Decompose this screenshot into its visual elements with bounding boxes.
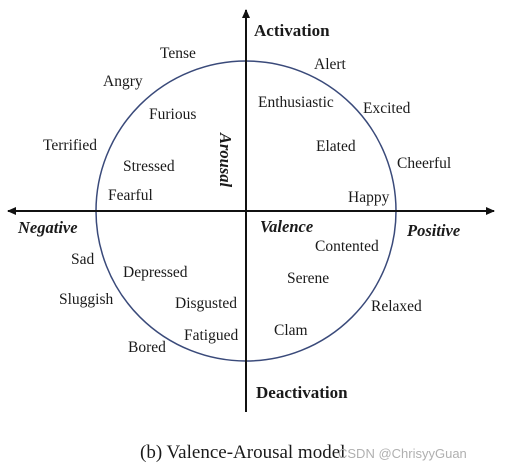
emotion-label: Terrified xyxy=(43,137,97,154)
emotion-label: Enthusiastic xyxy=(258,94,334,111)
emotion-label: Sad xyxy=(71,251,95,268)
emotion-label: Furious xyxy=(149,106,196,123)
emotion-label: Fatigued xyxy=(184,327,238,344)
emotion-label: Stressed xyxy=(123,158,175,175)
emotion-label: Happy xyxy=(348,189,390,206)
emotion-label: Disgusted xyxy=(175,295,237,312)
axis-horizontal-name: Valence xyxy=(260,217,313,236)
axis-bottom-label: Deactivation xyxy=(256,383,348,402)
axis-top-label: Activation xyxy=(254,21,330,40)
emotion-label: Bored xyxy=(128,339,166,356)
emotion-label: Tense xyxy=(160,45,196,62)
emotion-label: Angry xyxy=(103,73,143,90)
emotion-label: Sluggish xyxy=(59,291,114,308)
emotion-label: Depressed xyxy=(123,264,188,281)
emotion-label: Fearful xyxy=(108,187,153,204)
emotion-label: Clam xyxy=(274,322,308,339)
emotion-label: Elated xyxy=(316,138,356,155)
watermark: CSDN @ChrisyyGuan xyxy=(338,446,467,461)
axis-left-label: Negative xyxy=(17,218,78,237)
axis-vertical-name: Arousal xyxy=(216,132,235,188)
emotion-label: Alert xyxy=(314,56,347,73)
figure-caption: (b) Valence-Arousal model xyxy=(140,442,345,463)
axis-right-label: Positive xyxy=(406,221,460,240)
emotion-label: Serene xyxy=(287,270,329,287)
emotion-label: Excited xyxy=(363,100,411,117)
emotion-label: Relaxed xyxy=(371,298,422,315)
emotion-label: Contented xyxy=(315,238,379,255)
emotion-label: Cheerful xyxy=(397,155,451,172)
